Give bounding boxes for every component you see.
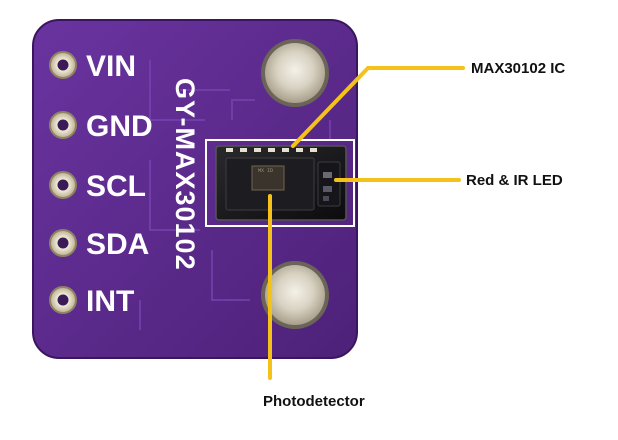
chip-silkscreen-outline [205,139,355,227]
pcb-traces [139,60,331,330]
pin-label-vin: VIN [86,50,136,83]
callout-label-led: Red & IR LED [466,172,563,189]
pin-pad-sda [49,229,77,257]
pin-label-int: INT [86,285,134,318]
callout-line-ic [291,66,465,148]
callout-label-ic: MAX30102 IC [471,60,566,77]
svg-text:MX ID: MX ID [258,168,273,174]
callout-lines [268,66,465,380]
board-model-silkscreen: GY-MAX30102 [170,78,200,271]
mounting-hole-bottom [261,261,329,329]
pin-label-scl: SCL [86,170,146,203]
pin-label-gnd: GND [86,110,153,143]
pin-pads [49,51,77,314]
mounting-hole-top [261,39,329,107]
sensor-package: MX ID [215,145,347,221]
pin-label-sda: SDA [86,228,149,261]
pin-pad-scl [49,171,77,199]
callout-label-photodetector: Photodetector [263,393,365,410]
pin-pad-vin [49,51,77,79]
pin-pad-int [49,286,77,314]
pin-pad-gnd [49,111,77,139]
